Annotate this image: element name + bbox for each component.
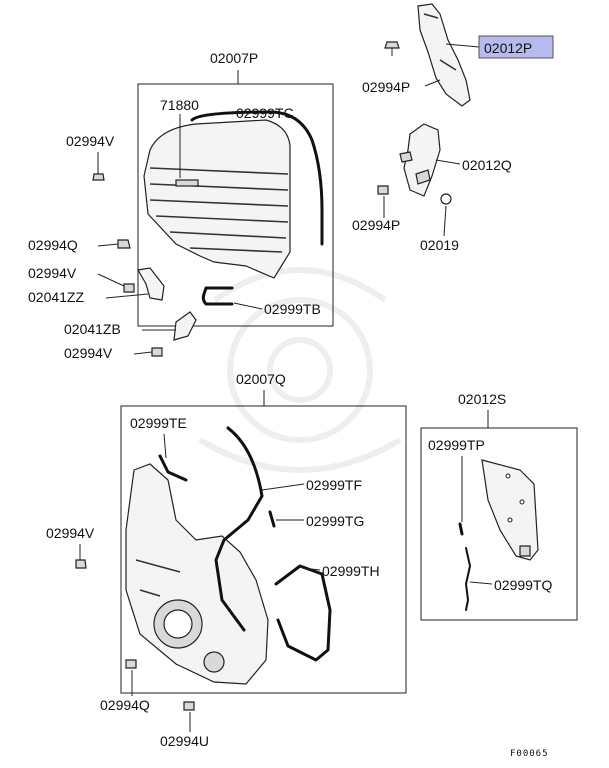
leader-02999TQ [469,581,493,585]
gasket-02999TF[interactable] [214,426,264,632]
label-02994P-mid[interactable]: 02994P [352,217,400,233]
bracket-02041ZZ-part[interactable] [137,267,165,301]
label-02999TB[interactable]: 02999TB [264,301,321,317]
label-02999TC[interactable]: 02999TC [236,105,294,121]
label-02994P-top[interactable]: 02994P [362,79,410,95]
label-02041ZB[interactable]: 02041ZB [64,321,121,337]
label-02994V-a[interactable]: 02994V [66,133,115,149]
rear-cover-plate-02012S-part[interactable] [481,459,539,561]
bolt-02994V-b-icon [123,283,135,293]
leader-02041ZZ [105,293,149,299]
leader-02999TF [261,483,305,491]
label-02994V-d[interactable]: 02994V [46,525,95,541]
bolt-02994P-top-icon [384,41,400,56]
label-02994Q-a[interactable]: 02994Q [28,237,78,253]
label-02012S[interactable]: 02012S [458,391,506,407]
label-02999TP[interactable]: 02999TP [428,437,485,453]
label-02012P[interactable]: 02012P [484,40,532,56]
group-box-02007Q [120,405,407,694]
label-02999TF[interactable]: 02999TF [306,477,362,493]
label-02007Q[interactable]: 02007Q [236,371,286,387]
label-02999TQ[interactable]: 02999TQ [494,577,552,593]
label-02019[interactable]: 02019 [420,237,459,253]
upper-front-cover-part[interactable] [143,119,291,279]
bolt-02994V-d-icon [75,559,87,569]
group-box-02007P [137,83,334,327]
gasket-02999TP[interactable] [458,522,464,536]
gasket-02999TG[interactable] [268,510,276,528]
gasket-02999TH[interactable] [274,564,332,662]
leader-02999TB [233,302,263,310]
label-02994Q-b[interactable]: 02994Q [100,697,150,713]
lower-front-cover-part[interactable] [125,463,269,685]
label-02999TH[interactable]: 02999TH [322,563,380,579]
washer-02019-icon [440,193,452,205]
leader-02994V-c [133,351,153,355]
leader-02012Q [435,159,461,165]
label-02999TG[interactable]: 02999TG [306,513,364,529]
label-02007P[interactable]: 02007P [210,50,258,66]
diagram-code: F00065 [510,749,549,759]
bolt-02994Q-b-icon [125,659,137,669]
label-02041ZZ[interactable]: 02041ZZ [28,289,84,305]
upper-timing-cover-part[interactable] [417,3,471,107]
bolt-02994P-mid-icon [377,185,389,195]
leader-02999TH [301,567,321,571]
label-02994V-b[interactable]: 02994V [28,265,77,281]
label-02012Q[interactable]: 02012Q [462,157,512,173]
bolt-02994V-a-icon [92,173,105,181]
bolt-02994Q-a-icon [117,239,131,249]
gasket-02999TE[interactable] [158,454,188,482]
leader-02994P-top [424,79,441,87]
gasket-02999TC[interactable] [190,110,324,246]
group-box-02012S [420,427,578,621]
bolt-02994V-c-icon [151,347,163,357]
leader-02999TE [163,433,167,459]
watermark-emblem [198,267,402,473]
leader-02019 [443,205,447,237]
lower-cover-bracket-02012Q-part[interactable] [399,123,441,197]
label-02994V-c[interactable]: 02994V [64,345,113,361]
bolt-02994U-icon [183,701,195,711]
leader-02994V-b [97,273,125,287]
leader-02012P [445,43,480,48]
gasket-02999TB[interactable] [201,286,234,306]
leader-02994Q-a [97,243,119,247]
gasket-02999TQ[interactable] [465,547,471,611]
label-02999TE[interactable]: 02999TE [130,415,187,431]
label-02994U[interactable]: 02994U [160,733,209,749]
label-71880[interactable]: 71880 [160,97,199,113]
bracket-02041ZB-part[interactable] [173,311,197,341]
